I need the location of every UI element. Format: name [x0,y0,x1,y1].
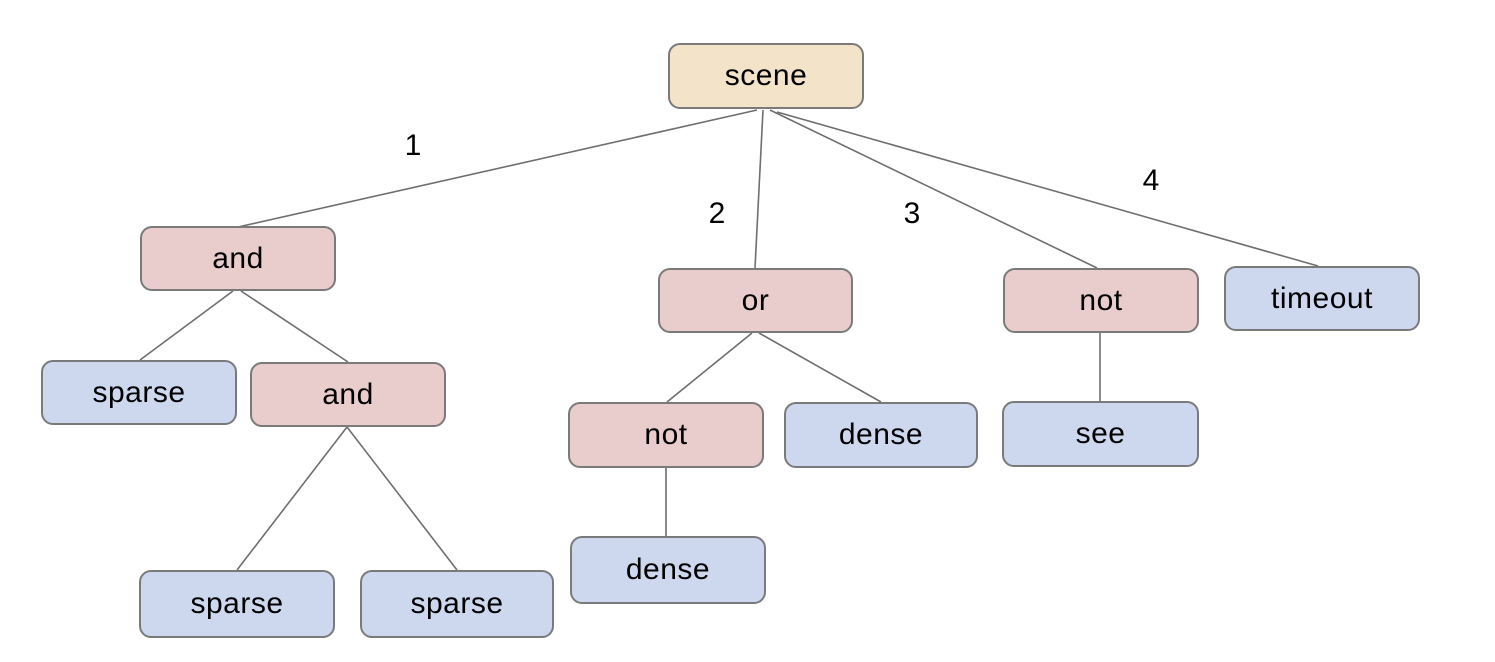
node-or-1: or [658,268,853,333]
node-timeout: timeout [1224,266,1420,331]
edge-label-1: 1 [404,129,422,162]
node-not-2: not [568,402,764,468]
edge-and1-and2 [240,290,349,363]
node-see: see [1002,401,1199,467]
edge-label-2: 2 [708,197,726,230]
edge-scene-not1 [769,109,1098,269]
node-sparse-1: sparse [41,360,237,425]
node-dense-2: dense [570,536,766,604]
edge-or1-dense1 [758,332,882,403]
edge-and1-sparse1 [139,290,234,361]
edge-or1-not2 [666,332,753,403]
edge-label-3: 3 [903,197,921,230]
node-sparse-3: sparse [360,570,554,638]
edge-and2-sparse3 [346,426,458,571]
node-scene: scene [668,43,864,109]
edge-scene-timeout [776,111,1319,267]
node-and-1: and [140,226,336,291]
node-and-2: and [250,362,446,427]
edge-label-4: 4 [1142,164,1160,197]
edge-and2-sparse2 [236,426,348,571]
edge-scene-and1 [237,109,758,228]
edge-scene-or1 [754,109,764,269]
node-sparse-2: sparse [139,570,335,638]
node-not-1: not [1003,268,1199,333]
node-dense-1: dense [784,402,978,468]
